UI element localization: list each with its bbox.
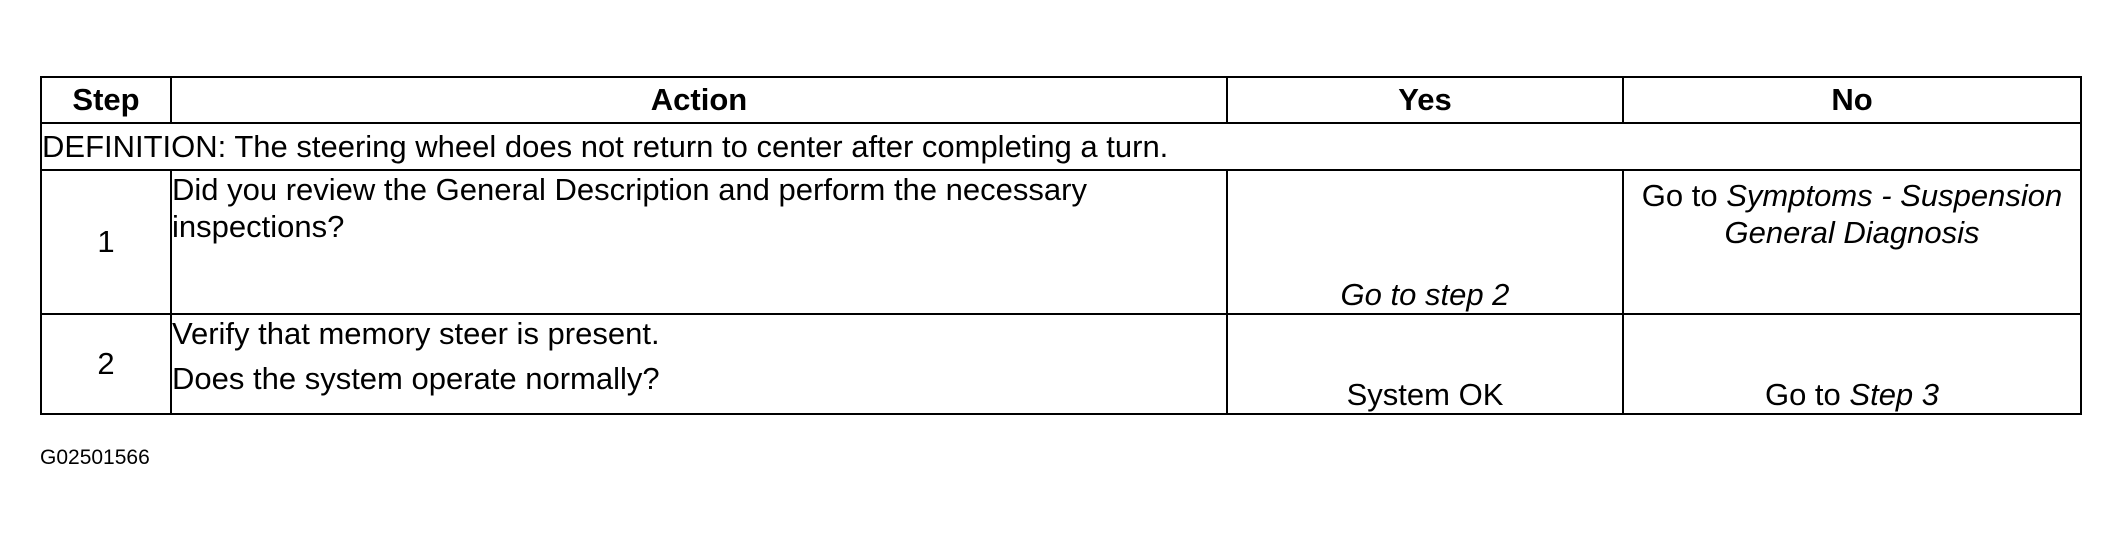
table-row: 2 Verify that memory steer is present. D…: [40, 313, 2082, 415]
step-number: 1: [40, 169, 172, 315]
header-no: No: [1622, 76, 2082, 124]
header-action: Action: [170, 76, 1228, 124]
header-row: Step Action Yes No: [40, 76, 2082, 124]
step-number: 2: [40, 313, 172, 415]
yes-result: System OK: [1226, 313, 1624, 415]
no-result-prefix: Go to: [1641, 178, 1727, 213]
action-text: Did you review the General Description a…: [172, 172, 1087, 245]
no-result-prefix: Go to: [1764, 376, 1850, 412]
action-cell: Did you review the General Description a…: [170, 169, 1228, 315]
definition-text: DEFINITION: The steering wheel does not …: [40, 122, 2082, 171]
header-yes: Yes: [1226, 76, 1624, 124]
table-row: 1 Did you review the General Description…: [40, 169, 2082, 315]
action-question: Does the system operate normally?: [172, 361, 660, 397]
diagnostic-table: Step Action Yes No DEFINITION: The steer…: [40, 76, 2082, 415]
no-result: Go to Step 3: [1622, 313, 2082, 415]
definition-row: DEFINITION: The steering wheel does not …: [40, 122, 2082, 171]
action-cell: Verify that memory steer is present. Doe…: [170, 313, 1228, 415]
action-text: Verify that memory steer is present.: [172, 316, 660, 351]
no-result-link: Symptoms - Suspension General Diagnosis: [1724, 178, 2063, 251]
no-result-link: Step 3: [1849, 376, 1940, 412]
figure-id: G02501566: [40, 446, 150, 469]
yes-result: Go to step 2: [1226, 169, 1624, 315]
no-result: Go to Symptoms - Suspension General Diag…: [1622, 169, 2082, 315]
header-step: Step: [40, 76, 172, 124]
